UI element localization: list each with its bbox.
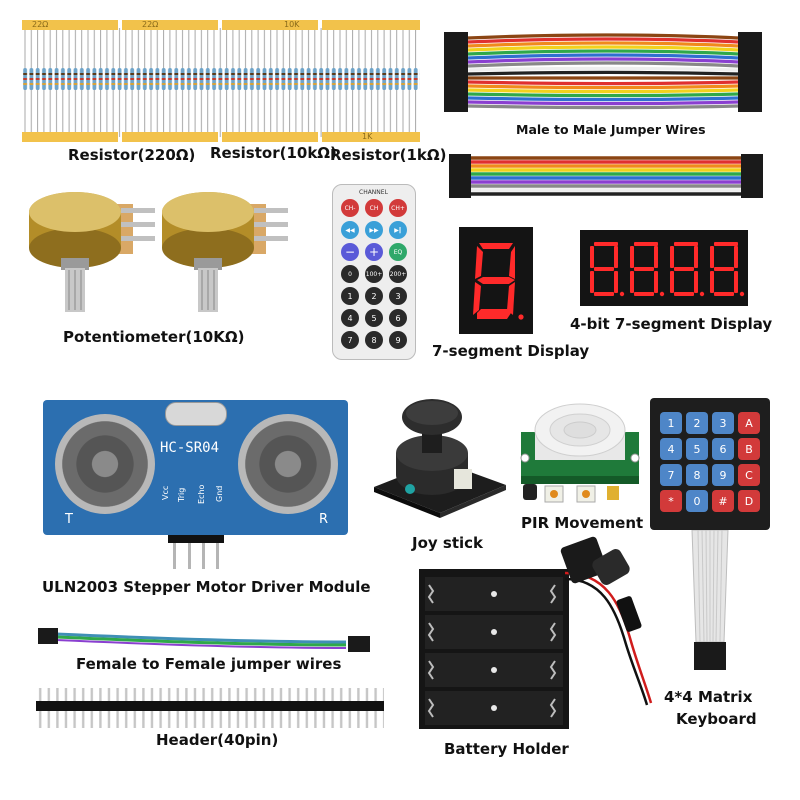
remote-7: 7: [341, 331, 359, 349]
remote-ch: CH: [365, 199, 383, 217]
digit-3: [670, 242, 705, 297]
label-male-to-male: Male to Male Jumper Wires: [516, 122, 706, 137]
remote-6: 6: [389, 309, 407, 327]
keypad-key: 9: [712, 464, 734, 486]
remote-prev-icon: ◀◀: [341, 221, 359, 239]
keypad-key: *: [660, 490, 682, 512]
resistor-tape-text-10k: 10K: [284, 20, 300, 29]
label-female-to-female: Female to Female jumper wires: [76, 655, 342, 673]
label-potentiometer: Potentiometer(10KΩ): [63, 328, 245, 346]
label-stepper-driver: ULN2003 Stepper Motor Driver Module: [42, 578, 371, 596]
resistor-tape-text-220a: 22Ω: [32, 20, 49, 29]
remote-play-icon: ▶‖: [389, 221, 407, 239]
remote-200: 200+: [389, 265, 407, 283]
sensor-pin-vcc: Vcc: [161, 485, 170, 500]
label-joystick: Joy stick: [412, 534, 483, 552]
keypad-key: 2: [686, 412, 708, 434]
ir-remote: CHANNEL CH- CH CH+ ◀◀ ▶▶ ▶‖ − + EQ 0 100…: [332, 184, 416, 360]
hc-sr04-pins: [168, 535, 224, 570]
resistor-bundle-graphic: [22, 20, 420, 145]
remote-3: 3: [389, 287, 407, 305]
label-matrix-keyboard-line2: Keyboard: [676, 710, 757, 728]
label-seven-segment: 7-segment Display: [432, 342, 590, 360]
sensor-pin-trig: Trig: [177, 487, 186, 502]
joystick-module: [370, 395, 510, 520]
label-matrix-keyboard-line1: 4*4 Matrix: [664, 688, 753, 706]
label-header: Header(40pin): [156, 731, 279, 749]
pir-sensor-module: [515, 402, 645, 514]
remote-100: 100+: [365, 265, 383, 283]
label-four-bit-seven-segment: 4-bit 7-segment Display: [570, 315, 773, 333]
pin-header-40: [36, 688, 384, 728]
remote-channel-label: CHANNEL: [359, 189, 388, 196]
sensor-pin-echo: Echo: [197, 484, 206, 504]
keypad-key: 5: [686, 438, 708, 460]
remote-1: 1: [341, 287, 359, 305]
male-to-male-jumper-bundle: [438, 24, 768, 120]
label-resistor-10k: Resistor(10kΩ): [210, 144, 337, 162]
label-resistor-220: Resistor(220Ω): [68, 146, 196, 164]
remote-8: 8: [365, 331, 383, 349]
sensor-pin-gnd: Gnd: [215, 485, 224, 502]
hc-sr04-board: HC-SR04 Vcc Trig Echo Gnd T R: [43, 400, 348, 535]
transducer-right: [238, 414, 338, 514]
keypad-ribbon-cable: [690, 529, 730, 672]
keypad-key: 4: [660, 438, 682, 460]
remote-ch-plus: CH+: [389, 199, 407, 217]
keypad-key: #: [712, 490, 734, 512]
keypad-key: 6: [712, 438, 734, 460]
label-resistor-1k: Resistor(1kΩ): [330, 146, 447, 164]
keypad-key: A: [738, 412, 760, 434]
keypad-key: 8: [686, 464, 708, 486]
resistor-strips: 22Ω 22Ω 10K 1K: [22, 20, 420, 145]
remote-0: 0: [341, 265, 359, 283]
digit-4: [710, 242, 745, 297]
remote-ch-minus: CH-: [341, 199, 359, 217]
remote-plus-icon: +: [365, 243, 383, 261]
transducer-left: [55, 414, 155, 514]
digit-2: [630, 242, 665, 297]
remote-5: 5: [365, 309, 383, 327]
remote-next-icon: ▶▶: [365, 221, 383, 239]
female-to-female-wire: [36, 622, 376, 654]
seven-segment-display: [459, 227, 533, 334]
resistor-tape-text-220b: 22Ω: [142, 20, 159, 29]
keypad-key: 0: [686, 490, 708, 512]
keypad-key: 1: [660, 412, 682, 434]
remote-eq: EQ: [389, 243, 407, 261]
remote-4: 4: [341, 309, 359, 327]
second-jumper-bundle: [445, 150, 765, 200]
remote-2: 2: [365, 287, 383, 305]
sensor-model-label: HC-SR04: [160, 440, 220, 456]
resistor-tape-text-1k: 1K: [362, 132, 373, 141]
potentiometer-right: [158, 182, 298, 322]
keypad-key: 7: [660, 464, 682, 486]
digit-1: [590, 242, 625, 297]
potentiometer-left: [25, 182, 165, 322]
keypad-key: D: [738, 490, 760, 512]
label-battery-holder: Battery Holder: [444, 740, 569, 758]
sensor-mark-r: R: [319, 512, 329, 527]
keypad-key: B: [738, 438, 760, 460]
keypad-key: C: [738, 464, 760, 486]
remote-minus-icon: −: [341, 243, 359, 261]
battery-holder: [415, 533, 655, 733]
sensor-mark-t: T: [65, 512, 73, 527]
remote-9: 9: [389, 331, 407, 349]
four-digit-seven-segment-display: [580, 230, 748, 306]
crystal-oscillator: [165, 402, 227, 426]
keypad-key: 3: [712, 412, 734, 434]
label-pir: PIR Movement: [521, 514, 644, 532]
